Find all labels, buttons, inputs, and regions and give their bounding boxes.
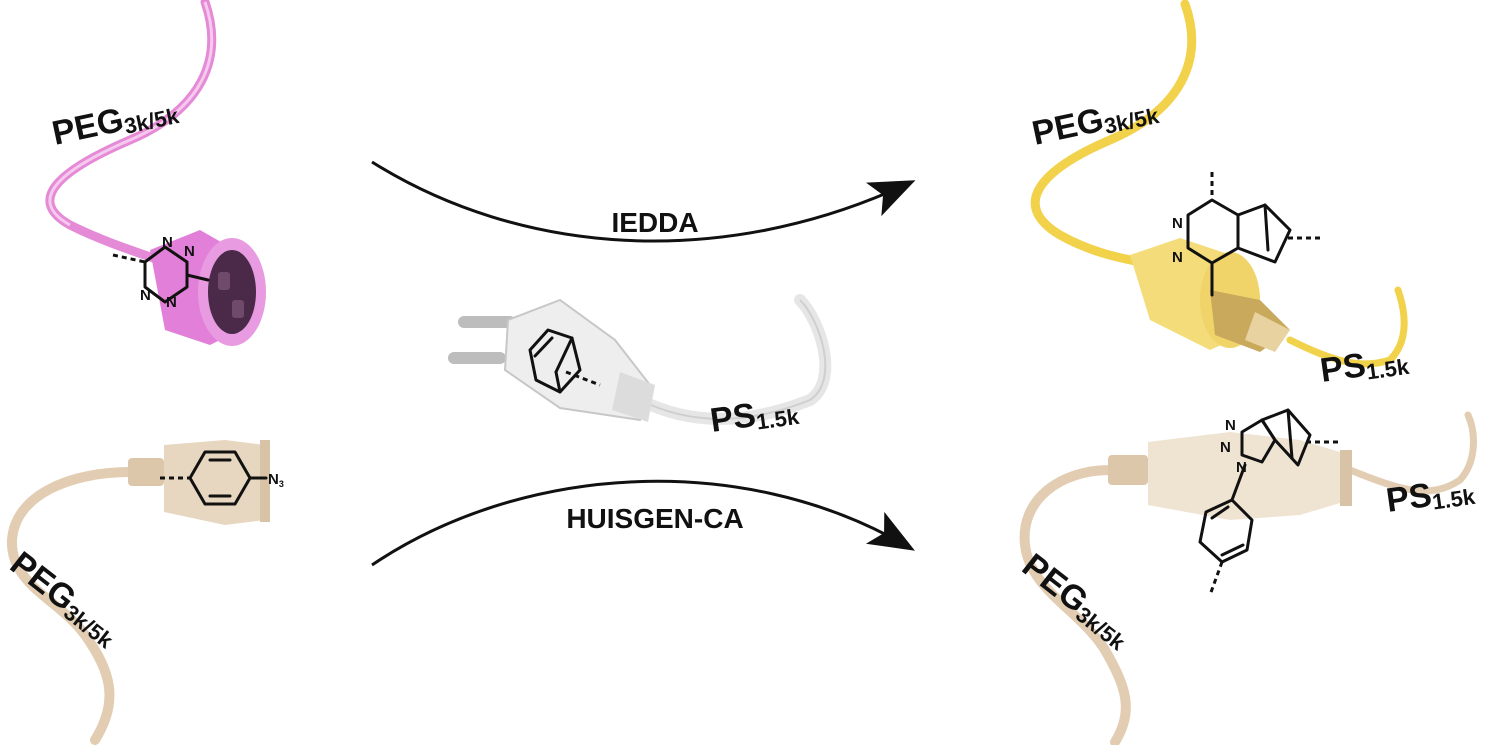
atom-n7: N xyxy=(1225,417,1236,434)
tan-plug-socket-icon xyxy=(1108,432,1352,520)
ps-label-center: PS1.5k xyxy=(708,390,802,441)
azide-label: N3 xyxy=(268,471,284,489)
atom-n4: N xyxy=(166,294,177,311)
dihydropyridazine-structure: N N xyxy=(1172,172,1322,297)
yellow-plug-socket-icon xyxy=(1130,238,1290,352)
atom-n1: N xyxy=(162,234,173,251)
peg-azide-socket: N3 PEG3k/5k xyxy=(2,440,284,745)
yellow-cable xyxy=(1030,0,1197,267)
peg-label-bottom-right: PEG3k/5k xyxy=(1014,546,1139,655)
ps-label-bottom-right: PS1.5k xyxy=(1384,470,1478,521)
atom-n8: N xyxy=(1220,439,1231,456)
iedda-label: IEDDA xyxy=(611,207,698,238)
reaction-arrows: IEDDA HUISGEN-CA xyxy=(371,160,916,567)
atom-n9: N xyxy=(1236,459,1247,476)
iedda-arrow xyxy=(371,160,916,243)
ps-label-top-right: PS1.5k xyxy=(1318,340,1412,391)
iedda-product: N N PEG3k/5k PS1.5k xyxy=(1029,0,1412,391)
huisgen-product: N N N PEG3k/5k PS1.5k xyxy=(1014,408,1478,745)
peg-tetrazine-socket: N N N N PEG3k/5k xyxy=(45,0,266,346)
atom-n6: N xyxy=(1172,249,1183,266)
tetrazine-structure: N N N N xyxy=(112,234,210,311)
triazoline-structure: N N N xyxy=(1198,408,1338,596)
atom-n2: N xyxy=(184,243,195,260)
huisgen-arrow xyxy=(371,479,915,567)
norbornene-structure xyxy=(528,328,601,394)
phenyl-azide-structure: N3 xyxy=(160,450,284,506)
atom-n5: N xyxy=(1172,215,1183,232)
tan-cable-right xyxy=(1019,465,1131,745)
huisgen-label: HUISGEN-CA xyxy=(566,503,743,534)
power-plug-icon xyxy=(448,298,655,422)
norbornene-plug: PS1.5k xyxy=(448,294,832,441)
atom-n3: N xyxy=(140,287,151,304)
tan-cable xyxy=(6,467,135,745)
power-socket-icon xyxy=(150,230,266,346)
peg-label-bottom-left: PEG3k/5k xyxy=(2,544,127,653)
